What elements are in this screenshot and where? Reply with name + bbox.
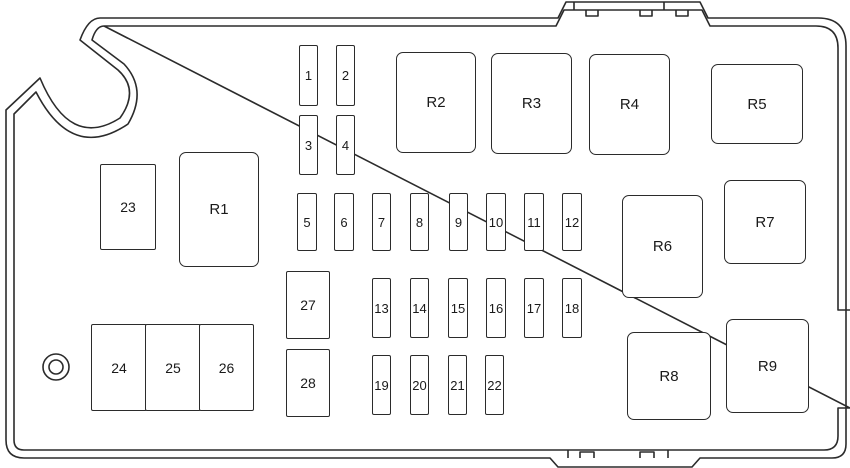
fuse-label: 24 — [111, 359, 127, 376]
fuse-19: 19 — [372, 355, 391, 415]
fuse-label: 3 — [304, 137, 313, 153]
fuse-label: 21 — [450, 377, 465, 393]
relay-label: R7 — [755, 213, 775, 231]
fuse-22: 22 — [485, 355, 504, 415]
fuse-2: 2 — [336, 45, 355, 106]
fuse-label: 6 — [340, 214, 348, 230]
relay-label: R9 — [757, 357, 778, 375]
fuse-9: 9 — [449, 193, 468, 251]
relay-label: R8 — [659, 367, 679, 385]
relay-label: R3 — [521, 95, 542, 112]
relay-label: R2 — [426, 94, 446, 111]
relay-r6: R6 — [622, 195, 703, 298]
relay-r3: R3 — [491, 53, 572, 154]
fuse-label: 11 — [527, 214, 541, 230]
relay-r1: R1 — [179, 152, 259, 267]
fuse-label: 12 — [564, 214, 580, 230]
fuse-5: 5 — [297, 193, 317, 251]
fuse-label: 2 — [341, 68, 350, 83]
relay-label: R4 — [619, 96, 640, 113]
fuse-17: 17 — [524, 278, 544, 338]
fuse-27: 27 — [286, 271, 330, 339]
relay-r9: R9 — [726, 319, 809, 413]
fuse-label: 22 — [487, 377, 502, 393]
relay-r8: R8 — [627, 332, 711, 420]
fuse-26: 26 — [199, 324, 254, 411]
fuse-14: 14 — [410, 278, 429, 338]
fuse-label: 1 — [304, 68, 313, 83]
fuse-label: 10 — [488, 214, 504, 230]
fuse-11: 11 — [524, 193, 544, 251]
fuse-15: 15 — [448, 278, 468, 338]
fuse-4: 4 — [336, 115, 355, 175]
fuse-label: 9 — [454, 214, 463, 230]
fuse-label: 7 — [377, 214, 386, 230]
fuse-6: 6 — [334, 193, 354, 251]
fuse-label: 20 — [412, 377, 427, 393]
fuse-label: 8 — [415, 214, 424, 230]
fuse-label: 15 — [450, 300, 466, 316]
fuse-20: 20 — [410, 355, 429, 415]
fuse-21: 21 — [448, 355, 467, 415]
fuse-label: 28 — [300, 375, 316, 391]
fuse-label: 13 — [374, 300, 389, 316]
relay-r2: R2 — [396, 52, 476, 153]
fuse-8: 8 — [410, 193, 429, 251]
relay-label: R1 — [209, 201, 229, 218]
fuse-label: 17 — [526, 300, 542, 316]
fuse-label: 4 — [341, 137, 350, 153]
fuse-24: 24 — [91, 324, 147, 411]
fuse-label: 27 — [300, 297, 316, 313]
fuse-10: 10 — [486, 193, 506, 251]
fuse-25: 25 — [145, 324, 201, 411]
relay-label: R6 — [652, 238, 673, 255]
fuse-label: 18 — [564, 300, 580, 316]
fuse-label: 14 — [412, 300, 427, 316]
fuse-label: 5 — [303, 214, 311, 230]
fuse-13: 13 — [372, 278, 391, 338]
fuse-label: 26 — [218, 359, 235, 376]
fuse-28: 28 — [286, 349, 330, 417]
fuse-18: 18 — [562, 278, 582, 338]
relay-r5: R5 — [711, 64, 803, 144]
fuse-label: 25 — [165, 359, 181, 376]
fuse-label: 16 — [488, 300, 504, 316]
fuse-12: 12 — [562, 193, 582, 251]
relay-label: R5 — [747, 95, 767, 113]
fuse-7: 7 — [372, 193, 391, 251]
fuse-label: 19 — [374, 377, 389, 393]
fuse-23: 23 — [100, 164, 156, 250]
relay-r4: R4 — [589, 54, 670, 155]
fuse-16: 16 — [486, 278, 506, 338]
fuse-label: 23 — [120, 199, 136, 215]
fuse-3: 3 — [299, 115, 318, 175]
fuse-1: 1 — [299, 45, 318, 106]
relay-r7: R7 — [724, 180, 806, 264]
